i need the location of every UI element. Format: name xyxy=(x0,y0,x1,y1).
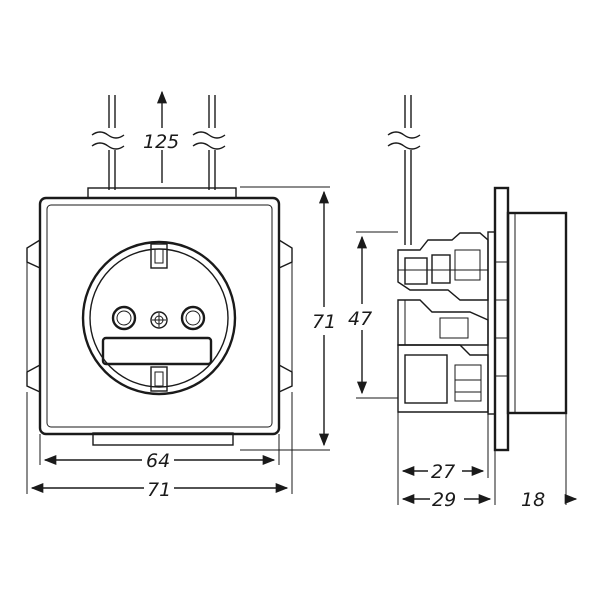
insert-body xyxy=(397,232,489,413)
cover-frame xyxy=(38,196,281,436)
dim-insert-height: 47 xyxy=(348,308,372,330)
dim-frame-height: 71 xyxy=(312,311,336,333)
dim-frame-width: 71 xyxy=(147,479,171,501)
front-view: 125 xyxy=(26,90,337,502)
dim-depth-mount: 27 xyxy=(431,461,455,483)
dim-depth-total: 29 xyxy=(432,489,456,511)
dim-inner-width: 64 xyxy=(146,450,170,472)
socket-outlet xyxy=(81,240,237,396)
dim-depth-front: 18 xyxy=(521,489,545,511)
side-view: 47 27 29 18 xyxy=(348,95,578,511)
front-cables xyxy=(91,95,226,190)
dim-cable-spacing: 125 xyxy=(143,131,179,153)
